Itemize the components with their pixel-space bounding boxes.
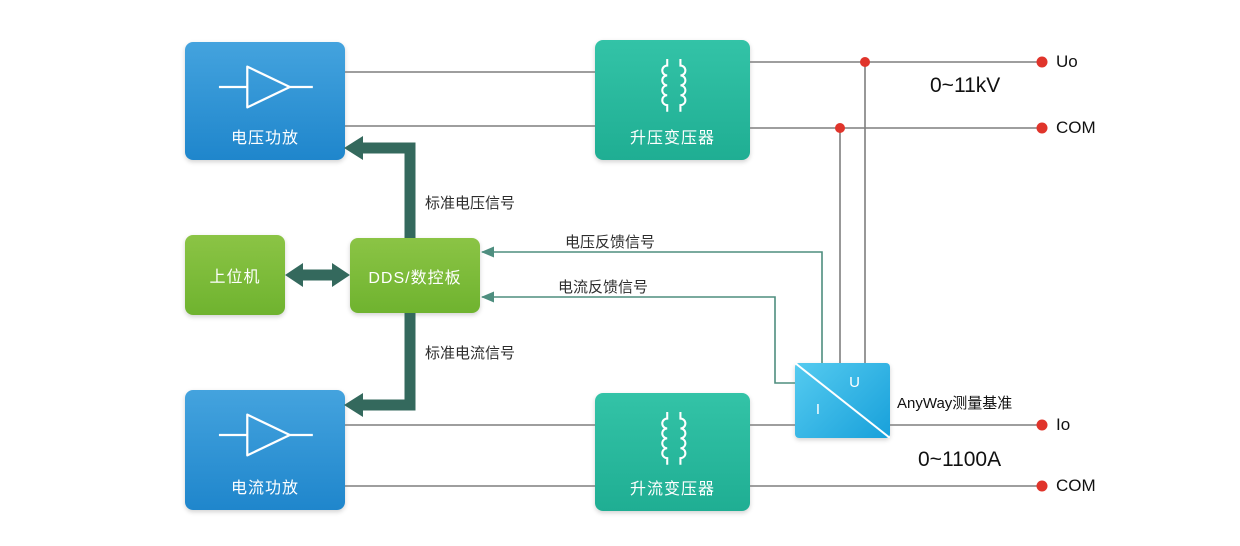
iu-meter-box: U I xyxy=(795,363,890,438)
current-range-label: 0~1100A xyxy=(918,448,1002,471)
anyway-reference-label: AnyWay测量基准 xyxy=(897,395,1013,412)
std-voltage-signal-label: 标准电压信号 xyxy=(425,195,516,212)
stepup-voltage-transformer-label: 升压变压器 xyxy=(629,130,715,147)
transformer-icon xyxy=(595,407,750,473)
current-feedback-wire xyxy=(482,296,795,384)
std-voltage-arrow-shaft xyxy=(362,142,416,238)
voltage-amplifier-label: 电压功放 xyxy=(230,130,299,147)
current-feedback-arrowhead xyxy=(481,291,494,303)
host-dds-arrowhead-left xyxy=(285,263,303,287)
voltage-feedback-signal-label: 电压反馈信号 xyxy=(565,234,656,251)
std-voltage-arrowhead xyxy=(344,136,363,160)
current-amplifier-box: 电流功放 xyxy=(185,390,345,510)
voltage-amplifier-box: 电压功放 xyxy=(185,42,345,160)
stepup-voltage-transformer-box: 升压变压器 xyxy=(595,40,750,160)
dds-control-board-label: DDS/数控板 xyxy=(368,269,462,287)
host-dds-arrowhead-right xyxy=(332,263,350,287)
terminal-dot-io xyxy=(1036,419,1048,431)
terminal-label-com-top: COM xyxy=(1056,118,1096,137)
stepup-current-transformer-box: 升流变压器 xyxy=(595,393,750,511)
transformer-icon xyxy=(595,54,750,120)
voltage-feedback-wire xyxy=(482,251,823,363)
amplifier-icon xyxy=(185,404,345,466)
voltage-feedback-arrowhead xyxy=(481,246,494,258)
junction-dot-uo xyxy=(860,57,870,67)
current-feedback-signal-label: 电流反馈信号 xyxy=(558,279,649,296)
stepup-current-transformer-label: 升流变压器 xyxy=(629,481,715,498)
terminal-label-uo: Uo xyxy=(1056,52,1078,71)
feedback-arrowheads xyxy=(481,246,494,303)
terminal-label-com-bottom: COM xyxy=(1056,476,1096,495)
current-amplifier-label: 电流功放 xyxy=(230,480,299,497)
terminal-label-io: Io xyxy=(1056,415,1071,434)
meter-diagonal-divider xyxy=(795,363,890,438)
terminal-dot-uo xyxy=(1036,56,1048,68)
meter-i-label: I xyxy=(815,400,821,418)
feedback-wires xyxy=(482,251,823,384)
host-computer-label: 上位机 xyxy=(209,269,261,286)
meter-u-label: U xyxy=(849,373,860,391)
junction-dot-com xyxy=(835,123,845,133)
std-current-arrowhead xyxy=(344,393,363,417)
dds-control-board-box: DDS/数控板 xyxy=(350,238,480,313)
amplifier-icon xyxy=(185,56,345,118)
std-current-signal-label: 标准电流信号 xyxy=(425,345,516,362)
terminal-dot-com-top xyxy=(1036,122,1048,134)
host-computer-box: 上位机 xyxy=(185,235,285,315)
terminal-dot-com-bottom xyxy=(1036,480,1048,492)
std-current-arrow-shaft xyxy=(362,313,416,411)
voltage-range-label: 0~11kV xyxy=(930,74,1001,97)
